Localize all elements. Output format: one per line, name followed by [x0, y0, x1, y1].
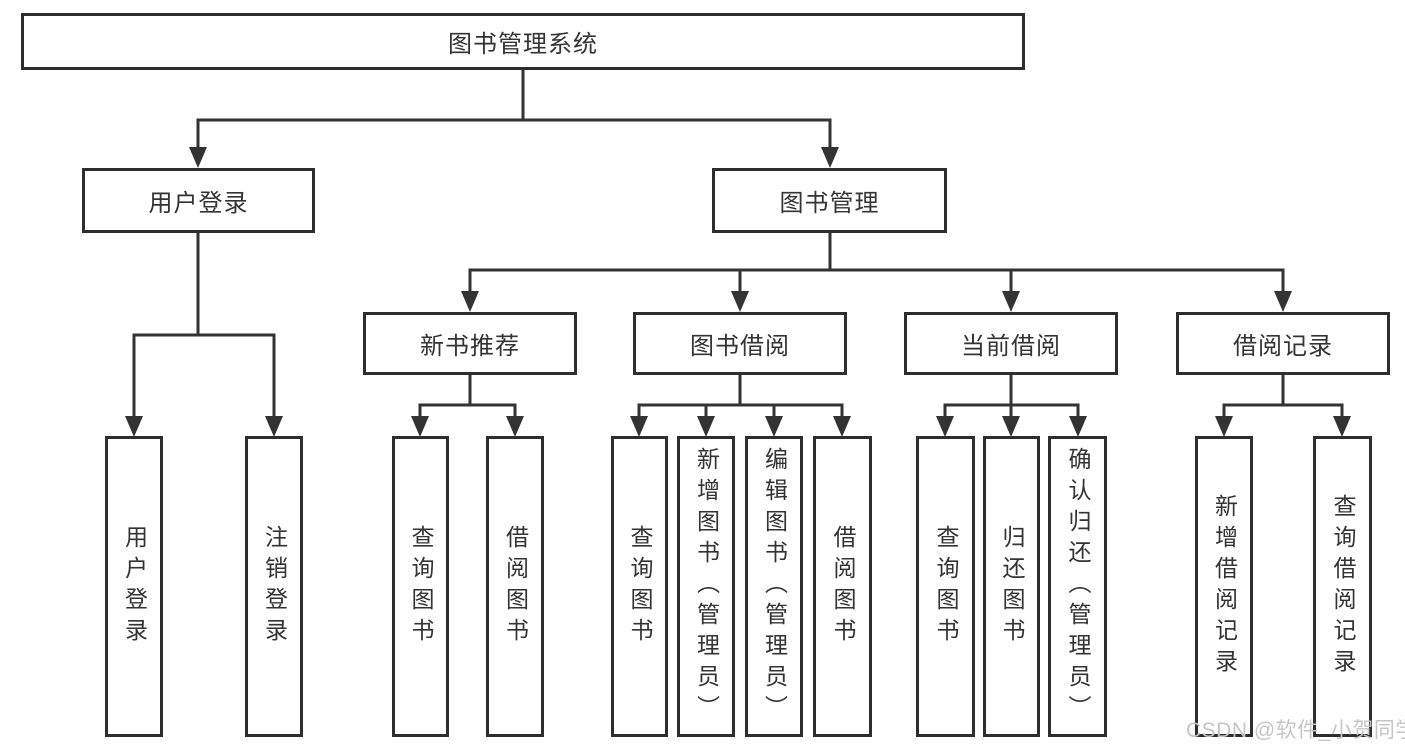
arrow-down-icon [265, 416, 283, 437]
leaf-confirm-return-admin-label: 确认归还（管理员） [1065, 447, 1091, 726]
connector-book-mgmt-rail [468, 268, 1285, 293]
leaf-borrow-books-recommend: 借阅图书 [486, 436, 544, 737]
node-book-management: 图书管理 [712, 168, 947, 233]
leaf-user-login: 用户登录 [105, 436, 163, 737]
leaf-return-books-label: 归还图书 [999, 524, 1025, 649]
arrow-down-icon [1002, 291, 1020, 312]
arrow-down-icon [731, 291, 749, 312]
arrow-down-icon [189, 147, 207, 168]
connector-records-rail [1222, 403, 1344, 418]
arrow-down-icon [506, 416, 524, 437]
node-user-login: 用户登录 [82, 168, 315, 233]
leaf-edit-books-admin: 编辑图书（管理员） [745, 436, 803, 737]
leaf-confirm-return-admin: 确认归还（管理员） [1048, 436, 1107, 737]
leaf-add-books-admin: 新增图书（管理员） [677, 436, 735, 737]
arrow-down-icon [630, 416, 648, 437]
node-root: 图书管理系统 [21, 13, 1025, 70]
leaf-query-books-current-label: 查询图书 [933, 524, 959, 649]
leaf-add-borrow-record-label: 新增借阅记录 [1211, 493, 1238, 680]
node-current-borrow: 当前借阅 [904, 312, 1118, 375]
leaf-query-borrow-record: 查询借阅记录 [1313, 436, 1372, 737]
arrow-down-icon [936, 416, 954, 437]
node-new-book-recommend: 新书推荐 [363, 312, 577, 375]
node-book-borrow: 图书借阅 [633, 312, 847, 375]
node-root-label: 图书管理系统 [448, 31, 598, 58]
arrow-down-icon [1333, 416, 1351, 437]
node-book-management-label: 图书管理 [779, 190, 880, 217]
csdn-watermark: CSDN @软件_小贺同学 [1186, 719, 1405, 742]
leaf-query-books-borrow: 查询图书 [611, 436, 668, 737]
arrow-down-icon [125, 416, 143, 437]
leaf-borrow-books-label: 借阅图书 [830, 524, 856, 649]
arrow-down-icon [1069, 416, 1087, 437]
connector-root-rail [196, 118, 832, 149]
node-new-book-recommend-label: 新书推荐 [420, 333, 520, 360]
leaf-logout: 注销登录 [245, 436, 303, 737]
node-current-borrow-label: 当前借阅 [961, 333, 1061, 360]
connector-recommend-rail [418, 403, 517, 418]
node-borrow-records-label: 借阅记录 [1233, 333, 1333, 360]
arrow-down-icon [1274, 291, 1292, 312]
connector-borrow-rail [637, 403, 844, 418]
arrow-down-icon [411, 416, 429, 437]
arrow-down-icon [697, 416, 715, 437]
leaf-edit-books-admin-label: 编辑图书（管理员） [761, 447, 788, 726]
node-book-borrow-label: 图书借阅 [690, 333, 790, 360]
leaf-query-books-recommend-label: 查询图书 [408, 524, 434, 649]
node-user-login-label: 用户登录 [148, 190, 249, 217]
leaf-user-login-label: 用户登录 [121, 524, 148, 649]
leaf-add-books-admin-label: 新增图书（管理员） [693, 447, 720, 726]
leaf-logout-label: 注销登录 [261, 524, 288, 649]
leaf-query-borrow-record-label: 查询借阅记录 [1330, 493, 1356, 680]
leaf-add-borrow-record: 新增借阅记录 [1195, 436, 1253, 737]
arrowheads [125, 147, 1351, 437]
leaf-query-books-borrow-label: 查询图书 [627, 524, 653, 649]
arrow-down-icon [461, 291, 479, 312]
node-borrow-records: 借阅记录 [1176, 312, 1390, 375]
leaf-borrow-books: 借阅图书 [813, 436, 872, 737]
arrow-down-icon [833, 416, 851, 437]
leaf-borrow-books-recommend-label: 借阅图书 [502, 524, 529, 649]
leaf-return-books: 归还图书 [983, 436, 1040, 737]
arrow-down-icon [1002, 416, 1020, 437]
arrow-down-icon [765, 416, 783, 437]
leaf-query-books-current: 查询图书 [916, 436, 975, 737]
leaf-query-books-recommend: 查询图书 [392, 436, 449, 737]
connector-user-login-rail [132, 333, 276, 418]
connector-lines [132, 70, 1344, 418]
arrow-down-icon [821, 147, 839, 168]
arrow-down-icon [1215, 416, 1233, 437]
